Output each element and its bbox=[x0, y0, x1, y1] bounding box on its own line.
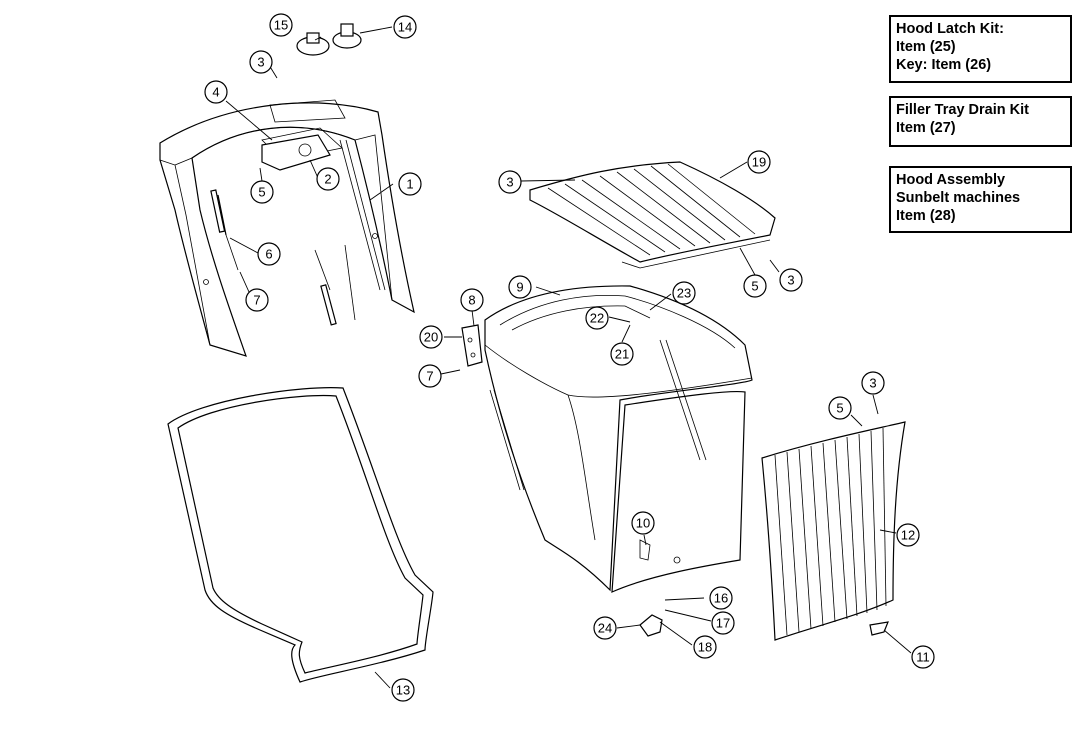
kit-info-filler-tray-drain: Filler Tray Drain Kit Item (27) bbox=[889, 96, 1072, 147]
callout-18: 18 bbox=[693, 635, 717, 659]
svg-text:8: 8 bbox=[468, 293, 475, 308]
kit-info-hood-assembly: Hood Assembly Sunbelt machines Item (28) bbox=[889, 166, 1072, 233]
hood-shell-part bbox=[159, 99, 415, 357]
callout-4: 4 bbox=[204, 80, 228, 104]
svg-text:16: 16 bbox=[714, 591, 728, 606]
callout-7-bracket: 7 bbox=[418, 364, 442, 388]
svg-text:14: 14 bbox=[398, 20, 412, 35]
callout-5-hood: 5 bbox=[250, 180, 274, 204]
svg-text:2: 2 bbox=[324, 172, 331, 187]
callout-9: 9 bbox=[508, 275, 532, 299]
svg-text:7: 7 bbox=[253, 293, 260, 308]
kit-line: Sunbelt machines bbox=[896, 190, 1021, 206]
callout-2: 2 bbox=[316, 167, 340, 191]
svg-text:3: 3 bbox=[257, 55, 264, 70]
svg-text:20: 20 bbox=[424, 330, 438, 345]
callout-6: 6 bbox=[257, 242, 281, 266]
callout-20: 20 bbox=[419, 325, 443, 349]
kit-line: Item (25) bbox=[896, 39, 956, 55]
svg-text:19: 19 bbox=[752, 155, 766, 170]
svg-text:1: 1 bbox=[406, 177, 413, 192]
svg-text:3: 3 bbox=[787, 273, 794, 288]
kit-line: Item (27) bbox=[896, 120, 956, 136]
leader-lines bbox=[225, 26, 912, 689]
access-door-panel-part bbox=[761, 421, 906, 641]
callout-11: 11 bbox=[911, 645, 935, 669]
svg-text:5: 5 bbox=[258, 185, 265, 200]
svg-text:24: 24 bbox=[598, 621, 612, 636]
callout-3-hood: 3 bbox=[249, 50, 273, 74]
svg-text:12: 12 bbox=[901, 528, 915, 543]
svg-text:5: 5 bbox=[751, 279, 758, 294]
gas-strut-part bbox=[210, 189, 356, 326]
svg-text:15: 15 bbox=[274, 18, 288, 33]
callout-21: 21 bbox=[610, 342, 634, 366]
callout-8: 8 bbox=[460, 288, 484, 312]
callout-3-tray-right: 3 bbox=[779, 268, 803, 292]
callout-24: 24 bbox=[593, 616, 617, 640]
kit-line: Key: Item (26) bbox=[896, 57, 992, 73]
svg-text:17: 17 bbox=[716, 616, 730, 631]
svg-text:21: 21 bbox=[615, 347, 629, 362]
callout-5-door: 5 bbox=[828, 396, 852, 420]
hinge-bracket-part bbox=[461, 324, 483, 367]
tank-body-part bbox=[484, 285, 753, 593]
latch-clip-part bbox=[639, 614, 663, 637]
svg-text:3: 3 bbox=[869, 376, 876, 391]
svg-text:3: 3 bbox=[506, 175, 513, 190]
svg-text:10: 10 bbox=[636, 516, 650, 531]
callout-16: 16 bbox=[709, 586, 733, 610]
svg-text:6: 6 bbox=[265, 247, 272, 262]
callout-5-tray: 5 bbox=[743, 274, 767, 298]
kit-line: Item (28) bbox=[896, 208, 956, 224]
callout-23: 23 bbox=[672, 281, 696, 305]
callout-3-tray-left: 3 bbox=[498, 170, 522, 194]
callout-13: 13 bbox=[391, 678, 415, 702]
callout-1: 1 bbox=[398, 172, 422, 196]
callout-10: 10 bbox=[631, 511, 655, 535]
callout-12: 12 bbox=[896, 523, 920, 547]
svg-text:13: 13 bbox=[396, 683, 410, 698]
callout-14: 14 bbox=[393, 15, 417, 39]
filler-tray-part bbox=[529, 161, 776, 269]
kit-info-hood-latch: Hood Latch Kit: Item (25) Key: Item (26) bbox=[889, 15, 1072, 83]
svg-text:18: 18 bbox=[698, 640, 712, 655]
svg-text:5: 5 bbox=[836, 401, 843, 416]
kit-line: Filler Tray Drain Kit bbox=[896, 102, 1029, 118]
kit-line: Hood Latch Kit: bbox=[896, 21, 1004, 37]
callout-22: 22 bbox=[585, 306, 609, 330]
callout-3-door: 3 bbox=[861, 371, 885, 395]
kit-line: Hood Assembly bbox=[896, 172, 1006, 188]
callout-15: 15 bbox=[269, 13, 293, 37]
callout-17: 17 bbox=[711, 611, 735, 635]
svg-text:9: 9 bbox=[516, 280, 523, 295]
callout-19: 19 bbox=[747, 150, 771, 174]
callout-7-hood: 7 bbox=[245, 288, 269, 312]
door-seal-part bbox=[167, 387, 434, 683]
svg-text:11: 11 bbox=[916, 650, 930, 665]
svg-text:7: 7 bbox=[426, 369, 433, 384]
svg-text:4: 4 bbox=[212, 85, 219, 100]
callout-markers: 1 2 3 4 5 6 7 8 9 10 11 12 13 14 15 16 1… bbox=[204, 13, 935, 702]
svg-text:23: 23 bbox=[677, 286, 691, 301]
svg-text:22: 22 bbox=[590, 311, 604, 326]
latch-knob-part bbox=[296, 23, 362, 56]
